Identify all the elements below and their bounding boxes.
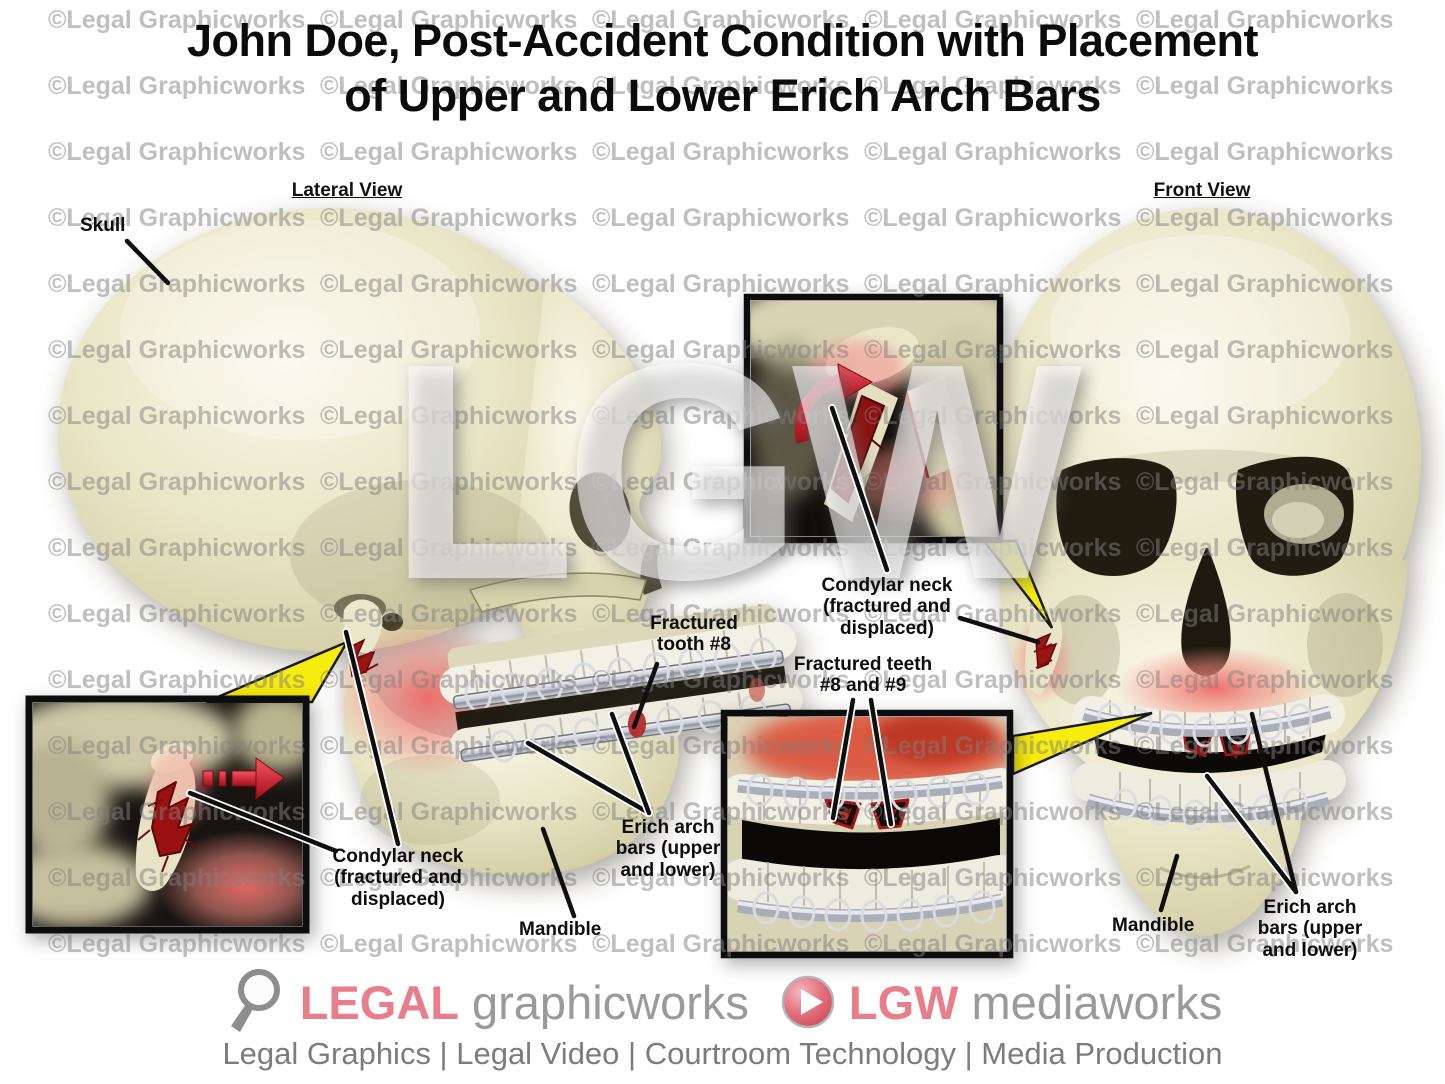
leader-condylar-front-to-skull (957, 615, 1041, 645)
condylar-fracture-front (1033, 632, 1058, 670)
label-condylar-neck-lateral: Condylar neck (fractured and displaced) (332, 846, 464, 910)
leader-fractured-teeth-b (867, 696, 895, 828)
label-erich-arch-bars-front: Erich arch bars (upper and lower) (1257, 897, 1363, 961)
eye-socket-left (1056, 458, 1177, 577)
view-label-lateral: Lateral View (291, 180, 403, 201)
label-fractured-tooth-8: Fractured tooth #8 (650, 613, 738, 656)
footer-brand-mediaworks: mediaworks (971, 975, 1223, 1029)
leader-erich-lateral-2 (608, 710, 653, 817)
inset-condylar-lateral (25, 695, 310, 934)
nasal-aperture (1181, 548, 1231, 676)
leader-condylar-front-from-inset (828, 404, 891, 574)
rotation-arrow (794, 363, 874, 444)
label-mandible-lateral: Mandible (519, 919, 602, 940)
displacement-arrow-right (202, 757, 285, 800)
leader-erich-lateral-1 (524, 739, 653, 817)
footer-tagline: Legal Graphics | Legal Video | Courtroom… (222, 1036, 1223, 1071)
erich-arch-bars-lateral-illustration (439, 604, 803, 763)
inset-teeth-closeup (720, 709, 1014, 959)
fracture-detail-front (830, 394, 886, 504)
view-label-front: Front View (1153, 180, 1251, 201)
label-fractured-teeth-8-9: Fractured teeth #8 and #9 (793, 654, 933, 697)
leader-mandible-lateral (540, 826, 577, 919)
footer-brand-row: LEGAL graphicworks LGW mediaworks (0, 966, 1445, 1038)
inset-condylar-front (743, 293, 1004, 544)
fracture-detail-lateral (137, 781, 199, 873)
label-erich-arch-bars-lateral: Erich arch bars (upper and lower) (615, 817, 721, 881)
leader-erich-front-2 (1249, 711, 1299, 895)
leader-erich-front-1 (1203, 772, 1300, 896)
footer-brand-lgw: LGW (848, 975, 959, 1029)
label-skull: Skull (80, 215, 126, 236)
page-title: John Doe, Post-Accident Condition with P… (186, 15, 1259, 121)
lateral-skull-illustration (58, 208, 803, 876)
label-mandible-front: Mandible (1112, 915, 1195, 936)
leader-skull (124, 238, 171, 286)
label-condylar-neck-front: Condylar neck (fractured and displaced) (821, 575, 953, 639)
leader-fractured-tooth-8 (631, 661, 660, 730)
leader-condylar-lateral-from-tmj (342, 628, 402, 848)
leader-condylar-lateral-from-inset (186, 789, 340, 855)
play-icon (781, 975, 835, 1029)
leader-mandible-front (1158, 853, 1180, 913)
footer-brand-legal: LEGAL (299, 975, 459, 1029)
front-skull-illustration (989, 208, 1421, 936)
magnifier-icon (230, 969, 280, 1032)
leader-fractured-teeth-a (829, 696, 857, 822)
footer-brand-graphicworks: graphicworks (472, 975, 749, 1029)
